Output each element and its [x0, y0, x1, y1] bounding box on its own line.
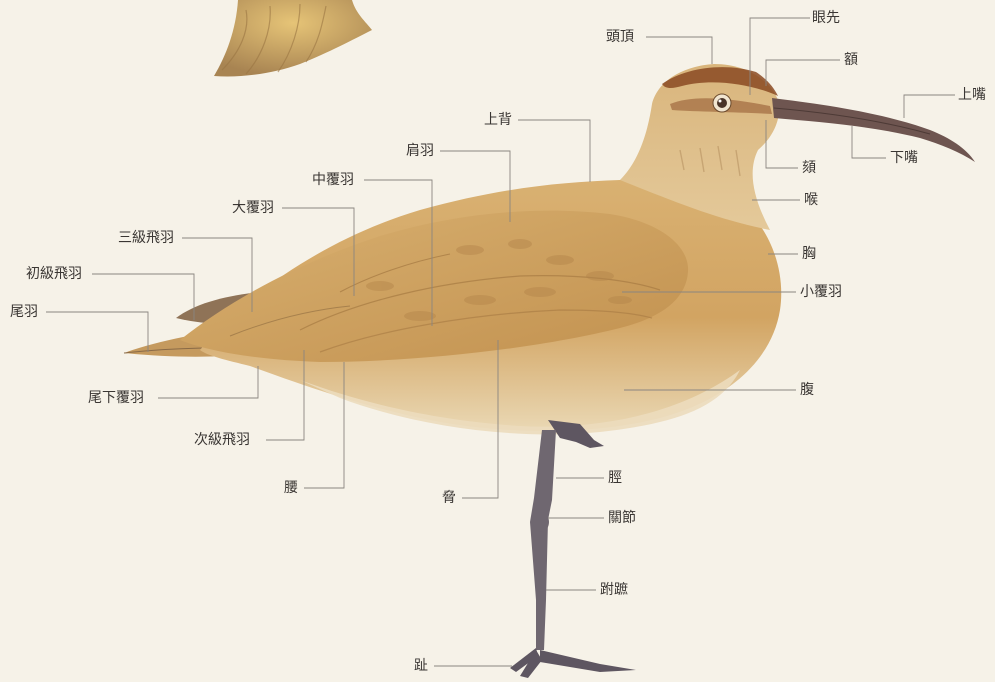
label-throat: 喉 [804, 192, 818, 208]
label-rump: 腰 [284, 480, 298, 496]
label-upper-mandible: 上嘴 [958, 87, 986, 103]
label-breast: 胸 [802, 246, 816, 262]
label-median-coverts: 中覆羽 [312, 172, 354, 188]
label-crown: 頭頂 [606, 29, 634, 45]
label-primaries: 初級飛羽 [26, 266, 82, 282]
label-toe: 趾 [414, 658, 428, 674]
label-scapulars: 肩羽 [406, 143, 434, 159]
label-tibia: 脛 [608, 470, 622, 486]
second-bird-neck [214, 0, 372, 77]
label-forehead: 額 [844, 52, 858, 68]
label-tertials: 三級飛羽 [118, 230, 174, 246]
label-lower-mandible: 下嘴 [890, 150, 918, 166]
label-joint: 關節 [608, 510, 636, 526]
label-secondaries: 次級飛羽 [194, 432, 250, 448]
label-chin: 頦 [802, 160, 816, 176]
label-tarsus: 跗蹠 [600, 582, 628, 598]
label-undertail-coverts: 尾下覆羽 [88, 390, 144, 406]
label-tail: 尾羽 [10, 304, 38, 320]
bird-legs [510, 420, 636, 678]
label-belly: 腹 [800, 382, 814, 398]
label-lesser-coverts: 小覆羽 [800, 284, 842, 300]
label-lores: 眼先 [812, 10, 840, 26]
label-greater-coverts: 大覆羽 [232, 200, 274, 216]
label-mantle: 上背 [484, 112, 512, 128]
label-flank: 脅 [442, 490, 456, 506]
